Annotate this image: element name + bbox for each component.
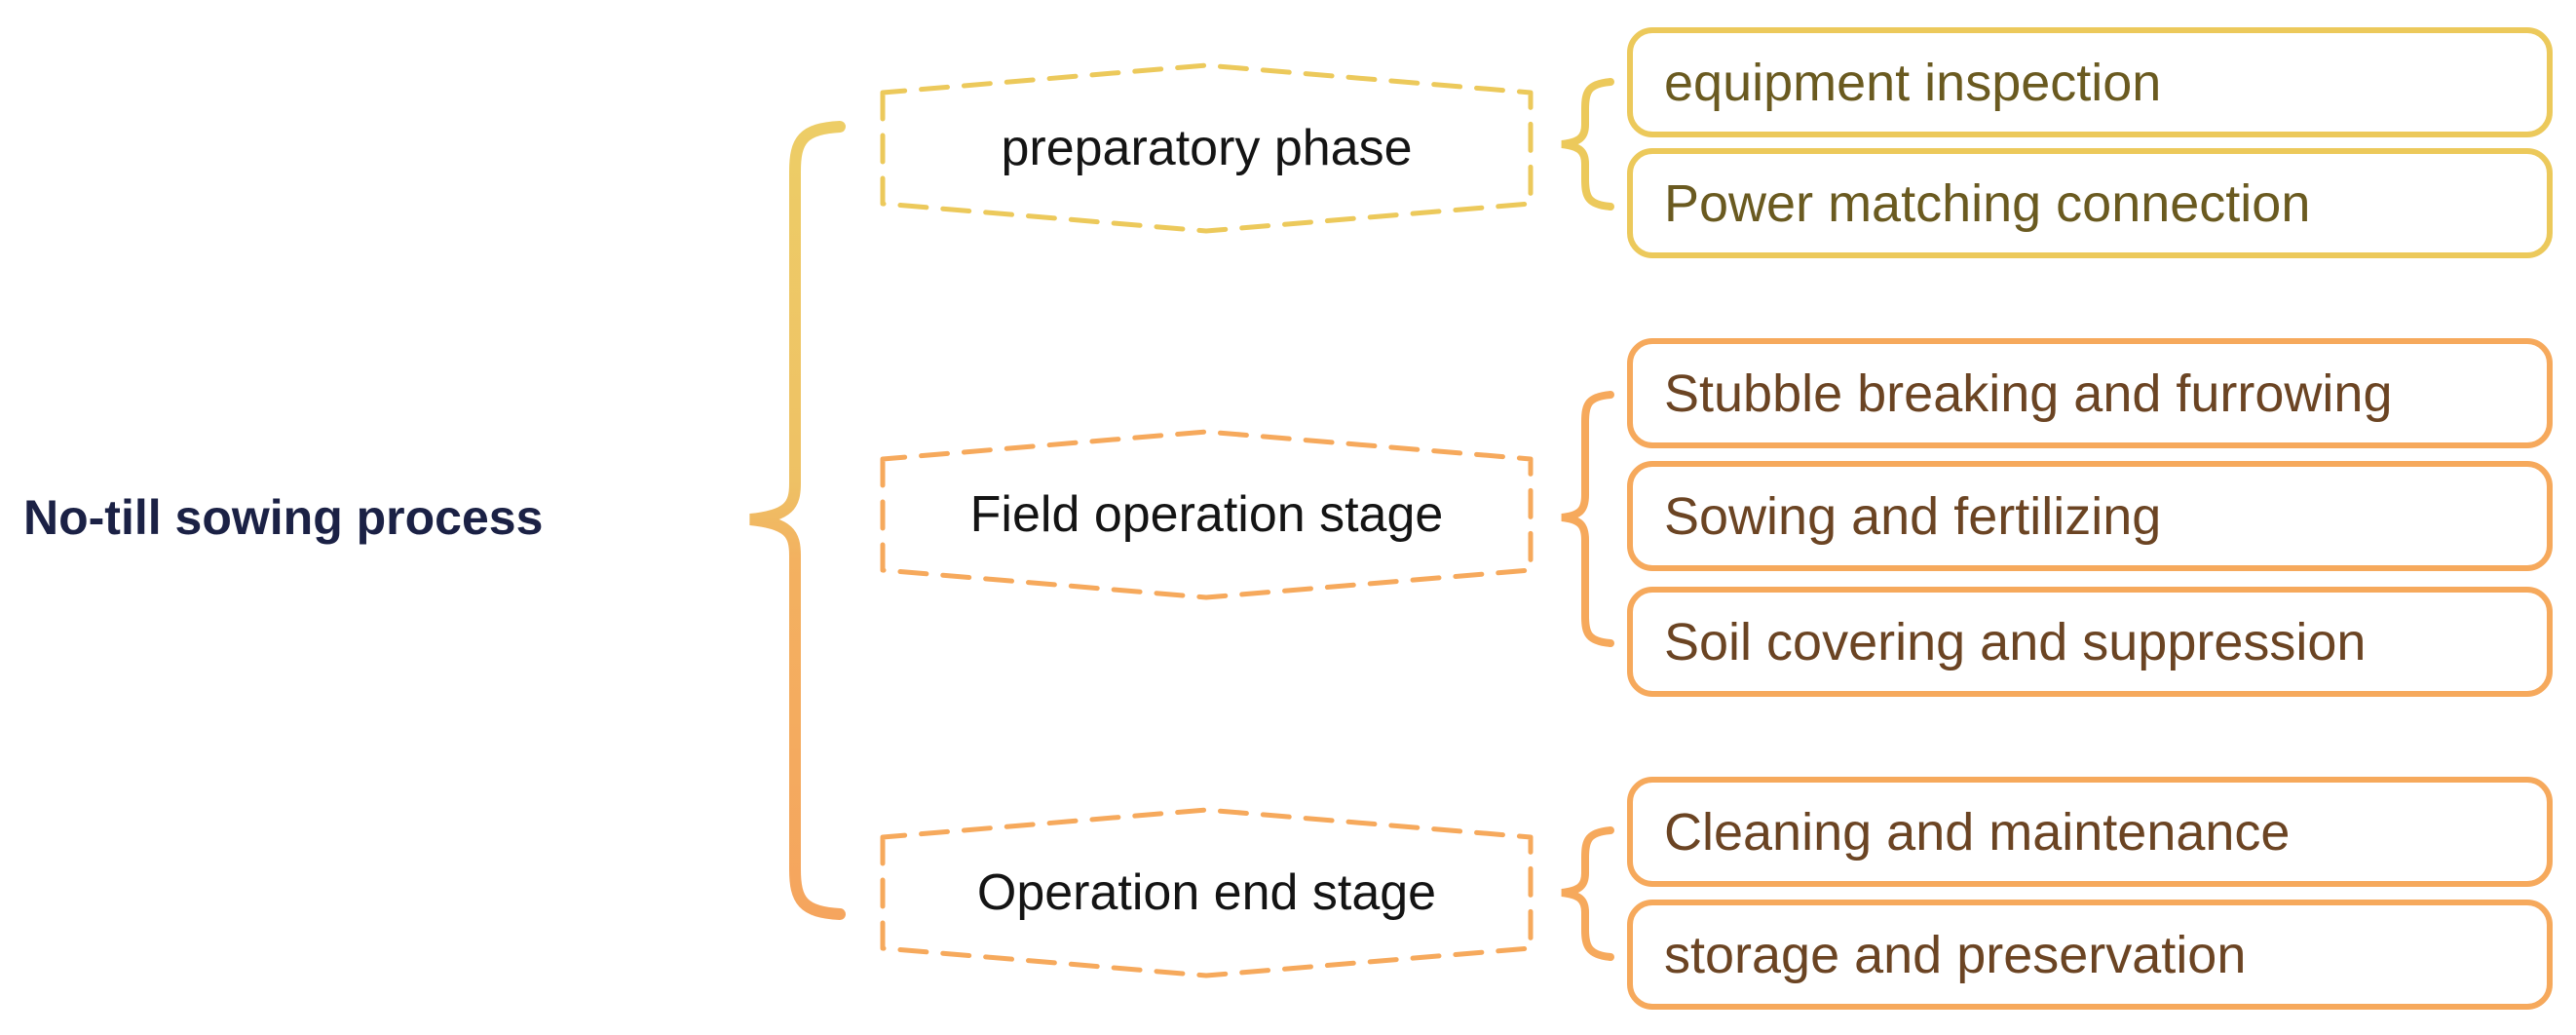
- leaf-cleaning-and-maintenance: Cleaning and maintenance: [1627, 777, 2553, 887]
- stage-preparatory-outline: [880, 62, 1534, 234]
- root-brace: [749, 121, 846, 920]
- stage-operation-end-brace: [1561, 826, 1614, 961]
- stage-label-preparatory-phase: preparatory phase: [1001, 120, 1413, 176]
- stage-preparatory-brace: [1561, 78, 1614, 211]
- stage-field-operation-brace: [1561, 391, 1614, 647]
- leaf-storage-and-preservation: storage and preservation: [1627, 900, 2553, 1010]
- stage-operation-end-outline: [880, 807, 1534, 978]
- leaf-sowing-and-fertilizing: Sowing and fertilizing: [1627, 461, 2553, 571]
- root-title: No-till sowing process: [23, 490, 544, 545]
- stage-label-operation-end-stage: Operation end stage: [976, 864, 1437, 921]
- leaf-equipment-inspection: equipment inspection: [1627, 27, 2553, 137]
- stage-field-operation-outline: [880, 429, 1534, 600]
- leaf-power-matching-connection: Power matching connection: [1627, 148, 2553, 258]
- leaf-soil-covering-and-suppression: Soil covering and suppression: [1627, 587, 2553, 697]
- stage-label-field-operation-stage: Field operation stage: [969, 486, 1444, 543]
- leaf-stubble-breaking-and-furrowing: Stubble breaking and furrowing: [1627, 338, 2553, 448]
